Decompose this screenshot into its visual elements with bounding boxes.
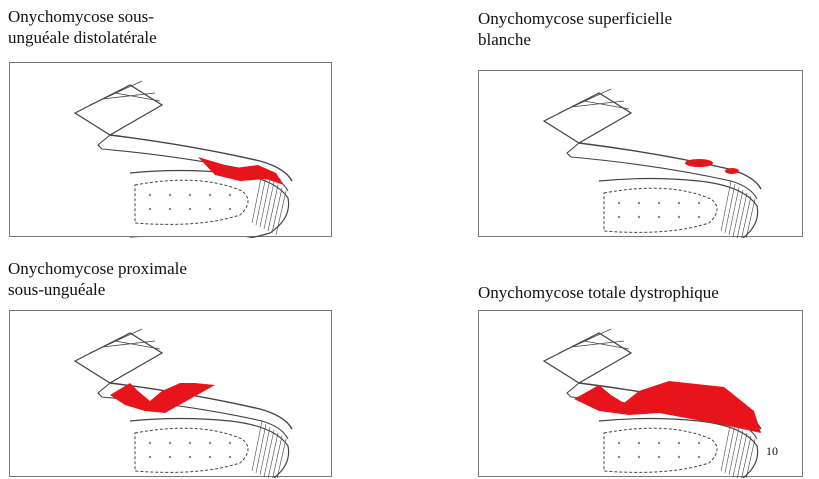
illustration-panel-total-dystrophic bbox=[478, 310, 803, 477]
nail-illustration-distolateral bbox=[10, 63, 333, 238]
bone-dot bbox=[229, 194, 231, 196]
nail-illustration-proximal-subungual bbox=[10, 311, 333, 478]
cuticle-fold-outline bbox=[544, 333, 631, 383]
distal-hatch-line bbox=[721, 181, 731, 231]
distal-hatch-line bbox=[264, 430, 274, 477]
bone-dot bbox=[678, 216, 680, 218]
distal-hatch-line bbox=[725, 424, 735, 473]
bone-dot bbox=[149, 208, 151, 210]
cuticle-fold-outline bbox=[75, 85, 162, 135]
bone-dot bbox=[169, 194, 171, 196]
distal-hatch-line bbox=[725, 184, 735, 233]
bone-dot bbox=[189, 194, 191, 196]
phalanx-bone bbox=[135, 428, 248, 472]
proximal-nail-edge bbox=[567, 383, 579, 397]
bone-dot bbox=[658, 216, 660, 218]
lesion-total bbox=[574, 381, 761, 433]
bone-dot bbox=[209, 442, 211, 444]
distal-hatch-line bbox=[729, 187, 739, 235]
nail-drawing-group bbox=[75, 81, 292, 238]
proximal-nail-edge bbox=[98, 383, 110, 397]
phalanx-bone bbox=[604, 428, 717, 472]
lesion-patch bbox=[725, 168, 739, 174]
bone-dot bbox=[638, 456, 640, 458]
nail-drawing-group bbox=[544, 329, 761, 478]
nail-illustration-total-dystrophic bbox=[479, 311, 804, 478]
bone-dot bbox=[618, 442, 620, 444]
page-number: 10 bbox=[766, 444, 778, 459]
nail-plate-lower bbox=[571, 157, 757, 199]
bone-dot bbox=[189, 208, 191, 210]
bone-dot bbox=[189, 456, 191, 458]
distal-hatch-line bbox=[252, 173, 262, 223]
bone-dot bbox=[698, 216, 700, 218]
bone-dot bbox=[618, 202, 620, 204]
bone-dot bbox=[678, 202, 680, 204]
bone-dot bbox=[149, 442, 151, 444]
bone-dot bbox=[698, 202, 700, 204]
distal-hatch-line bbox=[268, 433, 278, 478]
bone-dot bbox=[658, 202, 660, 204]
distal-hatch-line bbox=[268, 185, 278, 231]
distal-hatch-line bbox=[264, 182, 274, 229]
bone-dot bbox=[149, 194, 151, 196]
bone-dot bbox=[638, 442, 640, 444]
distal-hatch-line bbox=[260, 427, 270, 475]
bone-dot bbox=[169, 456, 171, 458]
lesion-patch bbox=[685, 159, 713, 167]
bone-dot bbox=[618, 216, 620, 218]
nail-drawing-group bbox=[544, 89, 761, 238]
bone-dot bbox=[229, 442, 231, 444]
bone-dot bbox=[229, 456, 231, 458]
illustration-panel-superficial-white bbox=[478, 70, 803, 237]
caption-total-dystrophic: Onychomycose totale dystrophique bbox=[478, 282, 818, 303]
illustration-panel-proximal-subungual bbox=[9, 310, 332, 477]
bone-dot bbox=[189, 442, 191, 444]
nail-drawing-group bbox=[75, 329, 292, 478]
cuticle-fold-outline bbox=[544, 93, 631, 143]
distal-hatch-line bbox=[260, 179, 270, 227]
fingertip-outline bbox=[130, 419, 289, 479]
caption-proximal-subungual: Onychomycose proximale sous-unguéale bbox=[8, 258, 338, 300]
distal-hatch-line bbox=[733, 190, 743, 237]
distal-hatch-line bbox=[737, 433, 747, 478]
illustration-panel-distolateral bbox=[9, 62, 332, 237]
proximal-nail-edge bbox=[567, 143, 579, 157]
bone-dot bbox=[658, 442, 660, 444]
phalanx-bone bbox=[604, 188, 717, 232]
fingertip-outline bbox=[599, 419, 758, 479]
bone-dot bbox=[698, 442, 700, 444]
distal-hatch-line bbox=[733, 430, 743, 477]
cuticle-fold-outline bbox=[75, 333, 162, 383]
proximal-nail-edge bbox=[98, 135, 110, 149]
distal-hatch-line bbox=[737, 193, 747, 238]
distal-hatch-line bbox=[272, 188, 282, 233]
bone-dot bbox=[209, 208, 211, 210]
bone-dot bbox=[209, 456, 211, 458]
caption-superficial-white: Onychomycose superficielle blanche bbox=[478, 8, 808, 50]
bone-dot bbox=[618, 456, 620, 458]
distal-hatch-line bbox=[256, 424, 266, 473]
bone-dot bbox=[209, 194, 211, 196]
bone-dot bbox=[169, 442, 171, 444]
bone-dot bbox=[149, 456, 151, 458]
nail-illustration-superficial-white bbox=[479, 71, 804, 238]
distal-hatch-line bbox=[256, 176, 266, 225]
bone-dot bbox=[678, 442, 680, 444]
lesion-proximal bbox=[110, 383, 215, 413]
bone-dot bbox=[638, 202, 640, 204]
bone-dot bbox=[169, 208, 171, 210]
distal-hatch-line bbox=[729, 427, 739, 475]
bone-dot bbox=[698, 456, 700, 458]
distal-hatch-line bbox=[276, 191, 286, 235]
caption-distolateral: Onychomycose sous- unguéale distolatéral… bbox=[8, 6, 338, 48]
bone-dot bbox=[658, 456, 660, 458]
bone-dot bbox=[678, 456, 680, 458]
bone-dot bbox=[229, 208, 231, 210]
fingertip-outline bbox=[599, 179, 758, 239]
distal-hatch-line bbox=[252, 421, 262, 471]
phalanx-bone bbox=[135, 180, 248, 224]
bone-dot bbox=[638, 216, 640, 218]
distal-hatch-line bbox=[721, 421, 731, 471]
